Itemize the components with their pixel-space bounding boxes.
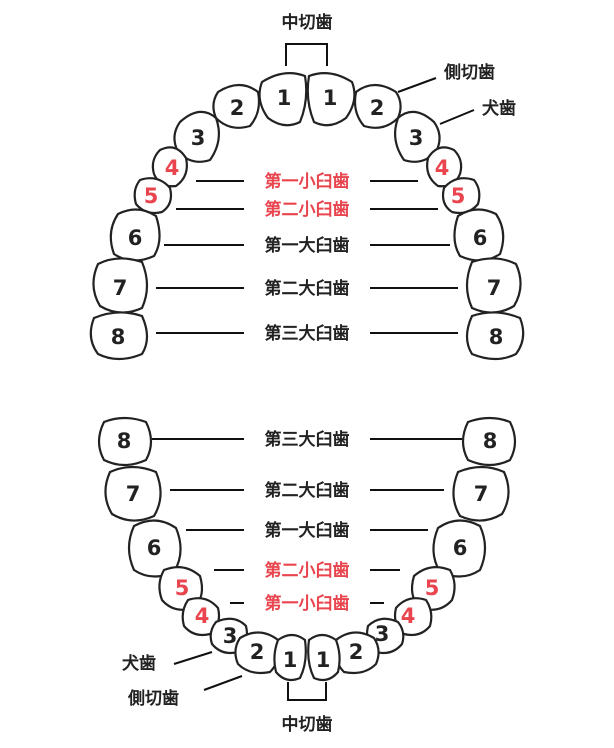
upper-central-bracket [285,43,328,66]
upper-central-incisor-label: 中切歯 [282,12,333,33]
upper-left-tooth-3 [173,110,221,163]
lower-lateral-incisor-label: 側切歯 [127,688,179,709]
lower-canine-line [173,651,213,665]
lower-left-num-7: 7 [126,482,141,506]
upper-right-num-2: 2 [370,96,385,120]
lower-first-premolar-label: 第一小臼歯 [265,593,350,614]
upper-lateral-line [397,77,437,93]
upper-right-tooth-6 [453,208,505,262]
upper-jaw: 中切歯 1 2 3 4 5 6 7 8 1 2 3 4 5 6 7 [89,12,525,361]
lower-left-tooth-8 [97,416,153,467]
lower-central-bracket [287,682,327,701]
upper-left-tooth-2 [212,83,261,129]
lower-right-tooth-7 [452,465,510,522]
lower-right-num-3: 3 [375,622,390,646]
upper-left-num-3: 3 [191,126,206,150]
lower-central-incisor-label: 中切歯 [282,714,333,735]
upper-right-tooth-5 [441,177,481,215]
upper-right-num-5: 5 [451,184,466,208]
upper-right-tooth-3 [393,110,441,163]
lower-right-num-5: 5 [425,576,440,600]
upper-first-premolar-label: 第一小臼歯 [265,171,350,192]
lower-right-num-6: 6 [453,536,468,560]
lower-jaw: 8 7 6 5 4 3 2 1 8 7 6 5 4 3 2 1 第三大臼歯 第二… [97,416,517,735]
lower-right-tooth-2 [333,631,380,675]
upper-right-num-6: 6 [473,226,488,250]
upper-right-tooth-2 [353,83,402,129]
upper-second-molar-label: 第二大臼歯 [265,278,350,299]
lower-left-tooth-7 [104,465,162,522]
lower-right-tooth-8 [461,416,517,467]
lower-second-premolar-label: 第二小臼歯 [265,560,350,581]
upper-left-num-1: 1 [277,86,292,110]
upper-right-num-8: 8 [489,325,504,349]
lower-right-num-8: 8 [483,429,498,453]
upper-right-tooth-4 [426,146,463,188]
lower-right-num-2: 2 [349,640,364,664]
upper-left-tooth-4 [151,146,188,188]
lower-left-num-5: 5 [175,576,190,600]
lower-right-num-7: 7 [474,482,489,506]
lower-lateral-line [203,675,243,691]
upper-left-tooth-1 [258,71,308,127]
lower-first-molar-label: 第一大臼歯 [265,520,350,541]
upper-first-molar-label: 第一大臼歯 [265,235,350,256]
lower-left-num-4: 4 [195,604,210,628]
upper-left-num-7: 7 [113,276,128,300]
lower-right-num-4: 4 [401,604,416,628]
upper-right-tooth-7 [465,257,522,314]
upper-lateral-incisor-label: 側切歯 [443,62,495,83]
lower-right-num-1: 1 [316,648,331,672]
lower-left-num-2: 2 [250,640,265,664]
lower-right-tooth-1 [307,633,341,682]
upper-left-num-4: 4 [165,156,180,180]
upper-right-num-7: 7 [487,276,502,300]
lower-left-num-3: 3 [223,624,238,648]
upper-left-num-8: 8 [111,325,126,349]
lower-left-tooth-1 [273,633,307,682]
upper-right-tooth-1 [306,71,356,127]
upper-right-num-3: 3 [409,126,424,150]
lower-second-molar-label: 第二大臼歯 [265,480,350,501]
lower-left-num-6: 6 [147,536,162,560]
lower-third-molar-label: 第三大臼歯 [265,429,350,450]
upper-left-num-5: 5 [144,184,159,208]
upper-right-num-1: 1 [323,86,338,110]
upper-canine-label: 犬歯 [482,98,516,119]
lower-left-num-8: 8 [117,429,132,453]
lower-canine-label: 犬歯 [122,653,156,674]
upper-left-tooth-6 [109,208,161,262]
lower-left-tooth-2 [234,631,281,675]
upper-third-molar-label: 第三大臼歯 [265,323,350,344]
upper-right-tooth-8 [465,311,525,361]
upper-left-num-2: 2 [230,96,245,120]
upper-left-num-6: 6 [128,226,143,250]
upper-left-tooth-8 [89,311,149,361]
upper-second-premolar-label: 第二小臼歯 [265,199,350,220]
upper-canine-line [439,109,475,125]
upper-left-tooth-7 [92,257,149,314]
upper-left-tooth-5 [133,177,173,215]
lower-left-num-1: 1 [283,648,298,672]
upper-right-num-4: 4 [435,156,450,180]
